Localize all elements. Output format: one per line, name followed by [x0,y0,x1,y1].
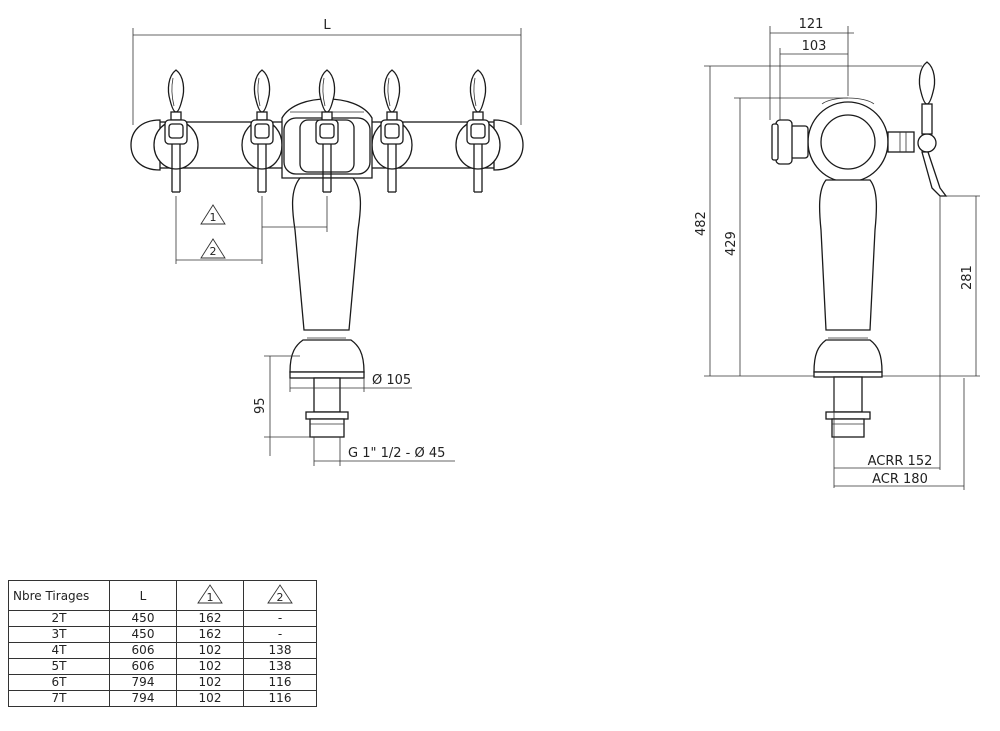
table-cell: 162 [176,610,244,627]
table-cell: 5T [8,658,110,675]
table-row: 6T 794 102 116 [8,674,317,691]
table-cell: 102 [176,674,244,691]
table-cell: 606 [109,658,177,675]
side-view: 121 103 482 429 281 [694,17,980,490]
spec-table: Nbre Tirages L 1 2 2T 450 162 - [8,580,317,707]
table-cell: - [243,626,317,643]
table-cell: 102 [176,658,244,675]
footprint-acr: ACR 180 [872,472,928,487]
footprint-acrr: ACRR 152 [868,454,933,469]
table-cell: 794 [109,674,177,691]
table-row: 3T 450 162 - [8,626,317,643]
tap-height-label: 281 [960,265,975,290]
table-cell: 116 [243,690,317,707]
table-row: 7T 794 102 116 [8,690,317,707]
table-cell: 6T [8,674,110,691]
table-cell: 138 [243,658,317,675]
base-height-label: 95 [253,397,268,414]
table-row: 5T 606 102 138 [8,658,317,675]
table-cell: 138 [243,642,317,659]
table-cell: 3T [8,626,110,643]
table-cell: 450 [109,610,177,627]
table-cell: 2T [8,610,110,627]
base-diameter-label: Ø 105 [372,373,411,388]
table-cell: 606 [109,642,177,659]
table-cell: 102 [176,642,244,659]
marker-2-triangle-icon: 2 [267,584,293,604]
svg-text:1: 1 [207,591,214,604]
table-cell: 116 [243,674,317,691]
front-view: L [130,18,524,466]
marker-1-triangle-icon: 1 [197,584,223,604]
table-cell: 102 [176,690,244,707]
header-marker-2: 2 [243,580,317,611]
table-cell: 450 [109,626,177,643]
table-row: 2T 450 162 - [8,610,317,627]
inner-height-label: 429 [724,231,739,256]
dim-top-outer: 121 [799,17,824,32]
table-row: 4T 606 102 138 [8,642,317,659]
table-cell: - [243,610,317,627]
marker-1-label: 1 [210,211,217,224]
marker-1-triangle [200,204,226,225]
length-label: L [323,18,331,33]
marker-2-triangle [200,238,226,259]
svg-text:2: 2 [277,591,284,604]
header-marker-1: 1 [176,580,244,611]
table-cell: 4T [8,642,110,659]
dim-top-inner: 103 [802,39,827,54]
table-cell: 7T [8,690,110,707]
total-height-label: 482 [694,211,709,236]
table-cell: 794 [109,690,177,707]
thread-label: G 1" 1/2 - Ø 45 [348,446,445,461]
table-header-row: Nbre Tirages L 1 2 [8,580,317,611]
technical-drawing: L [130,17,980,490]
marker-2-label: 2 [210,245,217,258]
table-cell: 162 [176,626,244,643]
header-nbre-tirages: Nbre Tirages [8,580,110,611]
header-length: L [109,580,177,611]
